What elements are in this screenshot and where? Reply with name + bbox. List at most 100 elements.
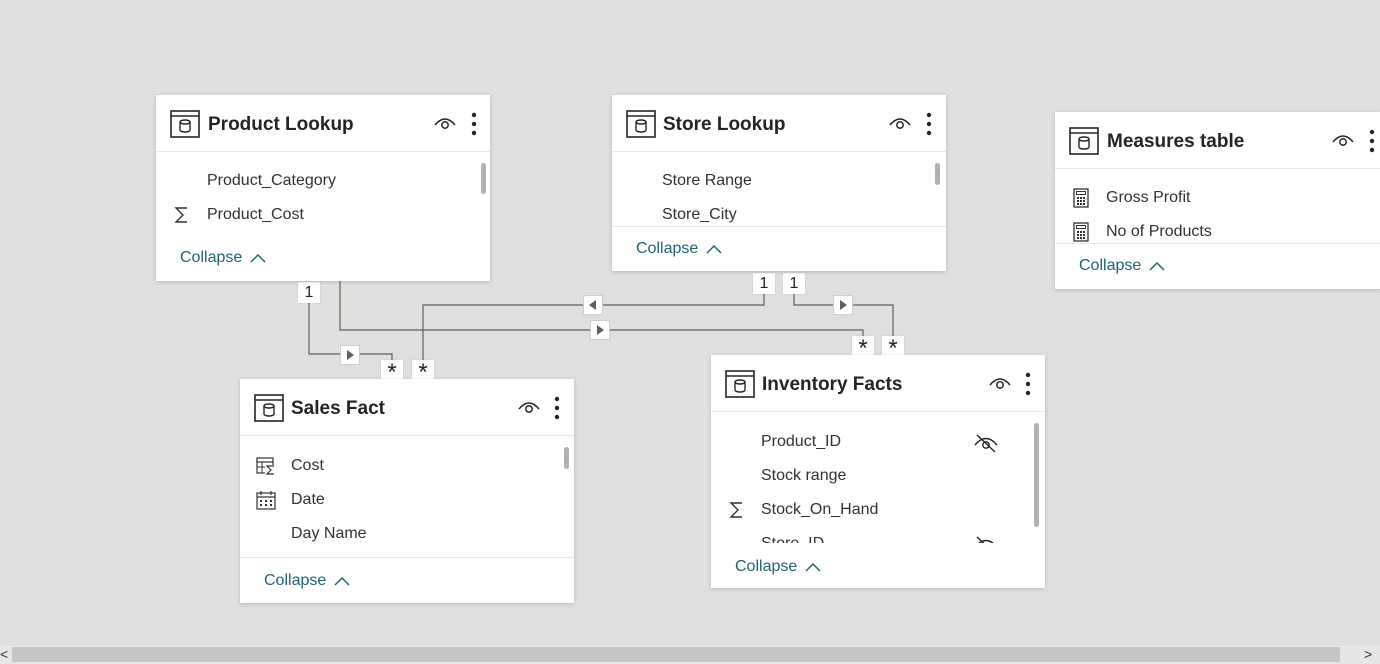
- field-list[interactable]: Store Range Store_City: [612, 164, 946, 226]
- visibility-eye-icon[interactable]: [888, 114, 912, 132]
- table-title: Inventory Facts: [762, 374, 903, 395]
- calculator-icon: [1073, 222, 1089, 242]
- field-label: Day Name: [291, 525, 367, 542]
- field-row[interactable]: Store_City: [612, 198, 946, 226]
- table-card-header[interactable]: Inventory Facts: [711, 355, 1045, 412]
- table-icon: [725, 370, 755, 398]
- table-title: Product Lookup: [208, 114, 354, 135]
- field-row[interactable]: Store Range: [612, 164, 946, 198]
- table-card-header[interactable]: Measures table: [1055, 112, 1380, 169]
- field-list[interactable]: Gross Profit No of Products: [1055, 181, 1380, 243]
- table-icon: [170, 110, 200, 138]
- field-label: Product_Cost: [207, 206, 304, 223]
- divider: [612, 226, 946, 227]
- table-title: Sales Fact: [291, 398, 385, 419]
- field-row[interactable]: Product_Category: [156, 164, 490, 198]
- field-row[interactable]: Date: [240, 483, 574, 517]
- collapse-label: Collapse: [264, 572, 327, 589]
- table-icon: [626, 110, 656, 138]
- field-label: Date: [291, 491, 325, 508]
- more-options-icon[interactable]: [1368, 128, 1376, 154]
- more-options-icon[interactable]: [470, 111, 478, 137]
- cardinality-one-badge: 1: [298, 282, 320, 303]
- field-label: Store_City: [662, 206, 737, 223]
- table-card-header[interactable]: Product Lookup: [156, 95, 490, 152]
- horizontal-scrollbar-thumb[interactable]: [12, 647, 1340, 662]
- more-options-icon[interactable]: [925, 111, 933, 137]
- cardinality-many-badge: *: [381, 360, 403, 386]
- field-label: Product_ID: [761, 433, 842, 450]
- table-card-product-lookup[interactable]: Product Lookup Product_Category Product_…: [156, 95, 490, 281]
- field-row[interactable]: Product_ID: [711, 425, 1045, 459]
- hidden-eye-icon[interactable]: [973, 535, 999, 543]
- hidden-eye-icon[interactable]: [973, 433, 999, 453]
- field-list-scrollbar[interactable]: [1034, 423, 1039, 527]
- visibility-eye-icon[interactable]: [517, 398, 541, 416]
- table-card-header[interactable]: Store Lookup: [612, 95, 946, 152]
- cardinality-many-badge: *: [412, 360, 434, 386]
- scroll-right-button[interactable]: >: [1364, 646, 1373, 662]
- collapse-label: Collapse: [735, 558, 798, 575]
- table-card-sales-fact[interactable]: Sales Fact Cost: [240, 379, 574, 603]
- table-card-inventory-facts[interactable]: Inventory Facts Product_ID Stock range: [711, 355, 1045, 588]
- collapse-button[interactable]: Collapse: [180, 249, 267, 267]
- field-list-scrollbar[interactable]: [481, 163, 486, 194]
- field-label: Store Range: [662, 172, 752, 189]
- collapse-button[interactable]: Collapse: [735, 558, 822, 576]
- field-label: Product_Category: [207, 172, 336, 189]
- chevron-up-icon: [706, 244, 722, 254]
- filter-direction-left-icon[interactable]: [583, 295, 603, 315]
- filter-direction-right-icon[interactable]: [340, 345, 360, 365]
- cardinality-many-badge: *: [852, 336, 874, 362]
- more-options-icon[interactable]: [1024, 371, 1032, 397]
- table-icon: [1069, 127, 1099, 155]
- field-row[interactable]: Stock range: [711, 459, 1045, 493]
- calendar-icon: [256, 491, 276, 510]
- field-label: Store_ID: [761, 535, 824, 543]
- field-row[interactable]: Gross Profit: [1055, 181, 1380, 215]
- field-label: Stock range: [761, 467, 847, 484]
- visibility-eye-icon[interactable]: [1331, 131, 1355, 149]
- field-row[interactable]: Day Name: [240, 517, 574, 551]
- chevron-up-icon: [250, 253, 266, 263]
- visibility-eye-icon[interactable]: [433, 114, 457, 132]
- table-icon: [254, 394, 284, 422]
- field-list[interactable]: Product_Category Product_Cost: [156, 164, 490, 232]
- collapse-label: Collapse: [1079, 257, 1142, 274]
- calculator-icon: [1073, 188, 1089, 208]
- filter-direction-right-icon[interactable]: [590, 320, 610, 340]
- field-list[interactable]: Product_ID Stock range Stock_On_Hand Sto…: [711, 425, 1045, 543]
- field-label: No of Products: [1106, 223, 1212, 240]
- collapse-button[interactable]: Collapse: [264, 572, 351, 590]
- divider: [1055, 243, 1380, 244]
- field-row[interactable]: Product_Cost: [156, 198, 490, 232]
- field-list-scrollbar[interactable]: [935, 163, 940, 185]
- sigma-icon: [729, 502, 742, 518]
- table-card-header[interactable]: Sales Fact: [240, 379, 574, 436]
- chevron-up-icon: [1149, 261, 1165, 271]
- field-row[interactable]: Store_ID: [711, 527, 1045, 543]
- divider: [240, 557, 574, 558]
- field-label: Stock_On_Hand: [761, 501, 879, 518]
- field-list[interactable]: Cost Date Day Name: [240, 449, 574, 555]
- field-row[interactable]: Cost: [240, 449, 574, 483]
- scroll-left-button[interactable]: <: [0, 646, 9, 662]
- collapse-button[interactable]: Collapse: [1079, 257, 1166, 275]
- field-list-scrollbar[interactable]: [564, 447, 569, 469]
- collapse-label: Collapse: [636, 240, 699, 257]
- table-card-store-lookup[interactable]: Store Lookup Store Range Store_City Coll…: [612, 95, 946, 271]
- field-label: Gross Profit: [1106, 189, 1191, 206]
- more-options-icon[interactable]: [553, 395, 561, 421]
- field-row[interactable]: No of Products: [1055, 215, 1380, 243]
- visibility-eye-icon[interactable]: [988, 374, 1012, 392]
- table-title: Store Lookup: [663, 114, 786, 135]
- field-label: Cost: [291, 457, 324, 474]
- filter-direction-right-icon[interactable]: [833, 295, 853, 315]
- field-row[interactable]: Stock_On_Hand: [711, 493, 1045, 527]
- table-card-measures-table[interactable]: Measures table Gross Profit: [1055, 112, 1380, 289]
- collapse-button[interactable]: Collapse: [636, 240, 723, 258]
- calculated-column-icon: [256, 457, 276, 476]
- cardinality-many-badge: *: [882, 336, 904, 362]
- cardinality-one-badge: 1: [783, 273, 805, 294]
